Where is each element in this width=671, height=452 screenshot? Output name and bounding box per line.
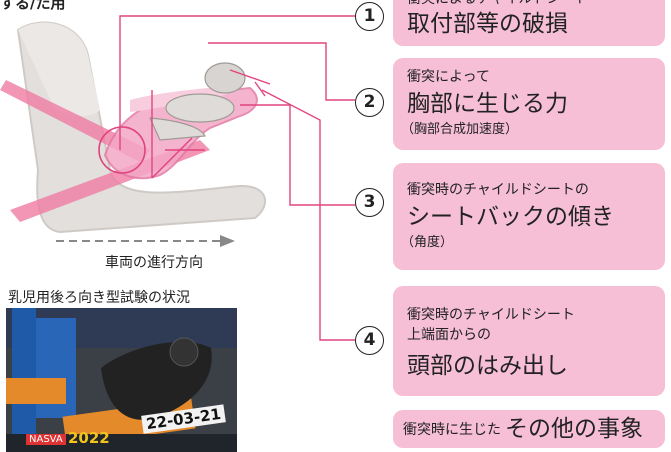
item-2-line1: 衝突によって — [407, 69, 490, 85]
number-badge-1: 1 — [355, 2, 384, 31]
other-main: その他の事象 — [505, 416, 643, 442]
item-1-line1: 衝突によるチャイルドシート — [407, 0, 588, 8]
item-1-line2: 取付部等の破損 — [407, 11, 568, 37]
item-box-3: 衝突時のチャイルドシートの シートバックの傾き （角度） — [393, 163, 665, 270]
item-4-line1b: 上端面からの — [407, 327, 491, 343]
item-4-line2: 頭部のはみ出し — [407, 353, 568, 379]
direction-label: 車両の進行方向 — [105, 255, 203, 271]
item-box-4: 衝突時のチャイルドシート 上端面からの 頭部のはみ出し — [393, 286, 665, 396]
number-badge-2: 2 — [355, 88, 384, 117]
item-box-2: 衝突によって 胸部に生じる力 （胸部合成加速度） — [393, 58, 665, 150]
item-4-line1: 衝突時のチャイルドシート — [407, 307, 575, 323]
number-badge-4: 4 — [355, 326, 384, 355]
photo-caption: 乳児用後ろ向き型試験の状況 — [8, 290, 190, 306]
number-badge-3: 3 — [355, 188, 384, 217]
item-3-line2: シートバックの傾き — [407, 204, 614, 230]
other-events-box: 衝突時に生じた その他の事象 — [393, 410, 665, 448]
head-protrusion-marker — [229, 69, 271, 97]
test-photo: NASVA 2022 22-03-21 — [6, 308, 237, 452]
anchor-circle — [98, 126, 146, 174]
item-3-line1: 衝突時のチャイルドシートの — [407, 182, 589, 198]
item-3-line3: （角度） — [401, 235, 454, 250]
header-fragment: する/た用 — [0, 0, 66, 12]
item-2-line3: （胸部合成加速度） — [401, 122, 519, 137]
photo-stamp-brand: NASVA — [26, 434, 66, 445]
photo-stamp-year: 2022 — [68, 429, 110, 447]
leader-lines — [119, 15, 357, 341]
vehicle-seat — [16, 21, 266, 234]
item-2-line2: 胸部に生じる力 — [407, 91, 568, 117]
other-prefix: 衝突時に生じた — [403, 422, 501, 438]
direction-arrow — [56, 235, 235, 247]
angle-lines — [151, 90, 205, 179]
test-dummy — [149, 62, 246, 141]
item-box-1: 衝突によるチャイルドシート 取付部等の破損 — [393, 0, 665, 46]
